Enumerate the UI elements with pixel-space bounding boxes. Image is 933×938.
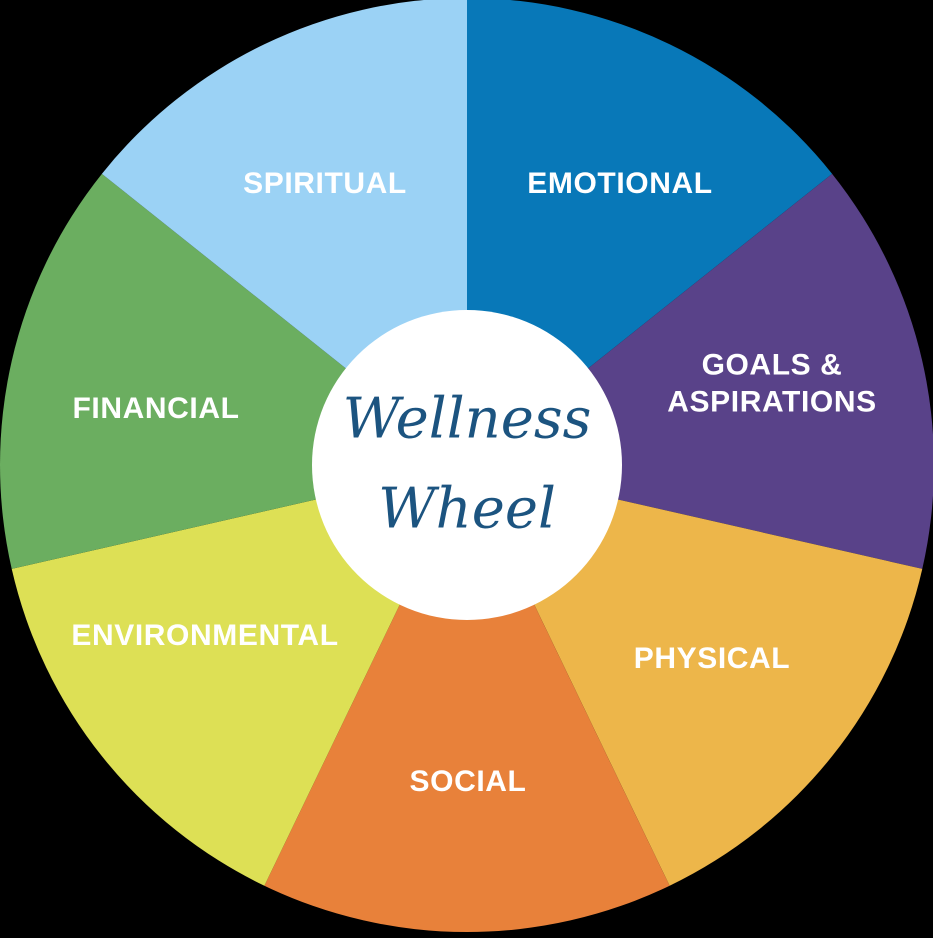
- segment-label-social: SOCIAL: [410, 765, 527, 798]
- center-title-line-2: Wheel: [378, 477, 556, 542]
- segment-label-line: FINANCIAL: [72, 392, 239, 425]
- segment-label-emotional: EMOTIONAL: [527, 167, 712, 200]
- segment-label-line: SPIRITUAL: [243, 167, 407, 200]
- segment-label-line: ENVIRONMENTAL: [71, 619, 338, 652]
- segment-label-goals-aspirations: GOALS &ASPIRATIONS: [667, 349, 876, 419]
- segment-label-spiritual: SPIRITUAL: [243, 167, 407, 200]
- segment-label-physical: PHYSICAL: [634, 642, 791, 675]
- segment-label-line: SOCIAL: [410, 765, 527, 798]
- segment-label-line: GOALS &: [702, 349, 843, 382]
- wheel-segment-social[interactable]: [264, 465, 670, 932]
- wheel-labels-group: EMOTIONAL GOALS &ASPIRATIONS PHYSICAL SOCIA…: [71, 167, 876, 798]
- segment-label-line: EMOTIONAL: [527, 167, 712, 200]
- segment-label-financial: FINANCIAL: [72, 392, 239, 425]
- center-title-line-1: Wellness: [343, 387, 592, 452]
- segment-label-line: PHYSICAL: [634, 642, 791, 675]
- center-title-group: Wellness Wheel: [343, 387, 592, 542]
- segment-label-line: ASPIRATIONS: [667, 385, 876, 418]
- segment-label-environmental: ENVIRONMENTAL: [71, 619, 338, 652]
- center-white-disc: [312, 310, 622, 620]
